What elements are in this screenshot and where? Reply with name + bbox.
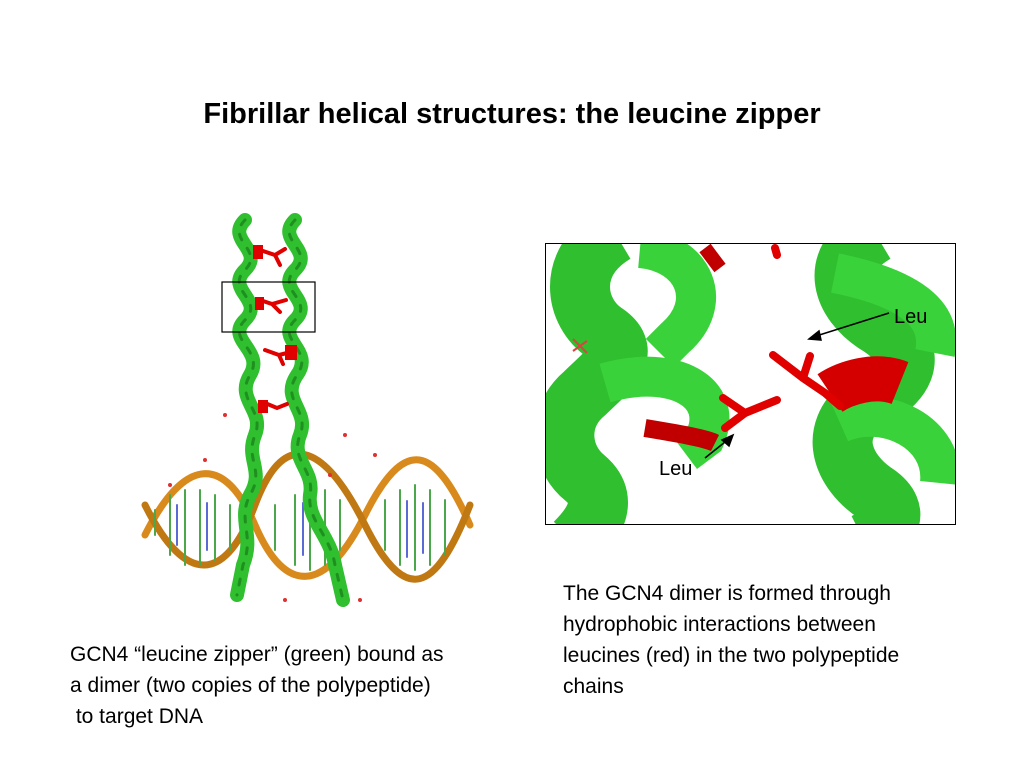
- coiled-coil-helices: [230, 213, 350, 607]
- slide-title: Fibrillar helical structures: the leucin…: [203, 98, 821, 130]
- dna-double-helix: [141, 450, 474, 583]
- leucine-residues: [258, 247, 293, 411]
- left-helix-closeup: [545, 243, 730, 525]
- water-marker: [572, 338, 588, 354]
- left-figure-caption: GCN4 “leucine zipper” (green) bound as a…: [70, 639, 444, 732]
- caption-line: leucines (red) in the two polypeptide: [563, 644, 900, 667]
- leu-arrows: [704, 312, 890, 459]
- caption-line: hydrophobic interactions between: [563, 613, 876, 636]
- gcn4-dna-structure-image: [141, 213, 474, 607]
- caption-line: chains: [563, 675, 624, 698]
- right-helix-closeup: [812, 243, 956, 525]
- caption-line: a dimer (two copies of the polypeptide): [70, 674, 431, 697]
- caption-line: to target DNA: [70, 705, 204, 728]
- caption-line: The GCN4 dimer is formed through: [563, 582, 891, 605]
- right-figure-caption: The GCN4 dimer is formed through hydroph…: [563, 578, 899, 702]
- leucine-closeup-image: [545, 243, 956, 525]
- caption-line: GCN4 “leucine zipper” (green) bound as: [70, 643, 444, 666]
- zoom-region-box: [221, 281, 316, 333]
- leucine-side-chains: [719, 244, 844, 432]
- closeup-frame: [545, 243, 956, 525]
- water-dots: [168, 413, 377, 602]
- leu-label-bottom: Leu: [659, 458, 693, 480]
- leu-label-top: Leu: [894, 306, 928, 328]
